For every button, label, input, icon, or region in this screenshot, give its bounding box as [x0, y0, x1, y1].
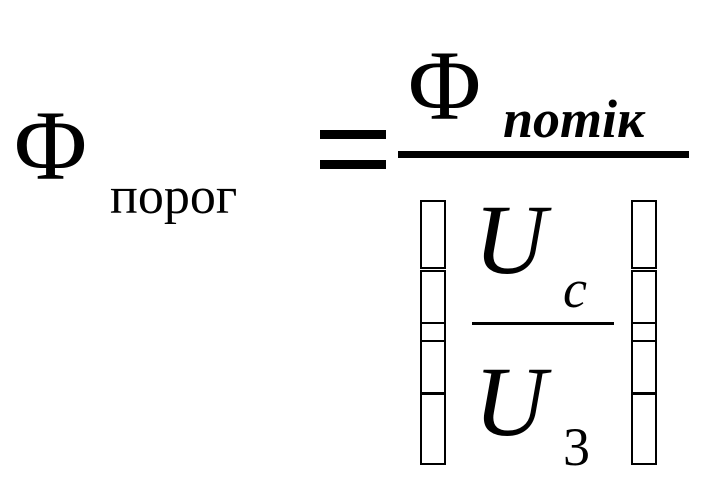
inner-denominator-subscript: 3 [563, 417, 590, 477]
numerator-phi-symbol: Φ [408, 30, 482, 141]
equals-sign-top-bar [320, 130, 386, 139]
inner-fraction-bar [472, 322, 614, 325]
lhs-phi-symbol: Φ [14, 90, 88, 201]
right-double-bracket [631, 200, 657, 466]
numerator-subscript: потік [503, 89, 645, 149]
lhs-subscript: порог [110, 168, 238, 225]
inner-numerator-subscript: c [563, 259, 587, 319]
equals-sign-bottom-bar [320, 160, 386, 169]
left-double-bracket [420, 200, 446, 466]
main-fraction-bar [398, 151, 689, 158]
inner-numerator-symbol: U [474, 184, 547, 295]
inner-denominator-symbol: U [474, 346, 547, 457]
